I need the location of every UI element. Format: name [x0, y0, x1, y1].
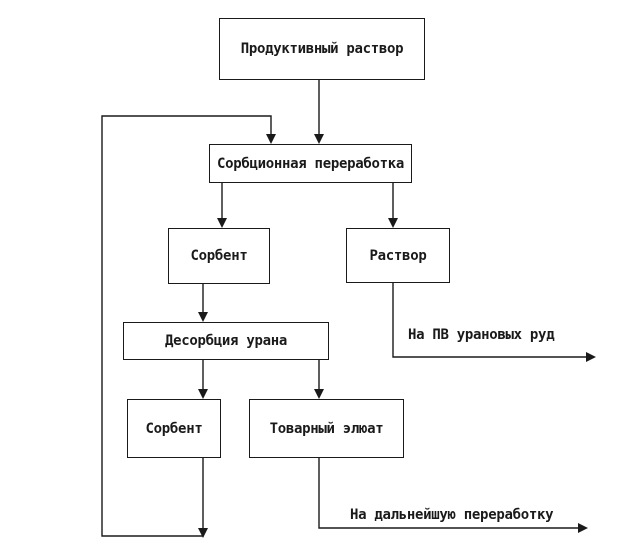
- node-solution: Раствор: [346, 228, 450, 283]
- node-uranium-desorption: Десорбция урана: [123, 322, 329, 360]
- arrowhead-sorbent-to-desorption: [198, 312, 208, 322]
- node-sorbent-2: Сорбент: [127, 399, 221, 458]
- arrow-solution-output: [392, 283, 588, 358]
- node-sorption-processing-label: Сорбционная переработка: [217, 155, 404, 172]
- node-commercial-eluate-label: Товарный элюат: [269, 420, 384, 437]
- node-productive-solution-label: Продуктивный раствор: [240, 41, 404, 57]
- arrow-eluate-output: [318, 458, 580, 529]
- node-sorption-processing: Сорбционная переработка: [209, 144, 412, 183]
- node-solution-label: Раствор: [369, 247, 427, 264]
- arrowhead-productive-to-sorption: [314, 134, 324, 144]
- node-sorbent-1-label: Сорбент: [190, 248, 248, 264]
- output-label-ore-leaching: На ПВ урановых руд: [408, 327, 555, 343]
- node-commercial-eluate: Товарный элюат: [249, 399, 404, 458]
- arrowhead-desorption-to-sorbent: [198, 389, 208, 399]
- node-sorbent-1: Сорбент: [168, 228, 270, 284]
- output-label-further-processing: На дальнейшую переработку: [350, 507, 554, 523]
- node-productive-solution: Продуктивный раствор: [219, 18, 425, 80]
- arrowhead-recycle-loop: [266, 134, 276, 144]
- arrowhead-sorption-to-solution: [388, 218, 398, 228]
- arrowhead-eluate-output: [578, 523, 588, 533]
- arrowhead-solution-output: [586, 352, 596, 362]
- arrowhead-sorption-to-sorbent: [217, 218, 227, 228]
- node-sorbent-2-label: Сорбент: [145, 420, 203, 437]
- arrow-recycle-loop: [101, 115, 272, 537]
- node-uranium-desorption-label: Десорбция урана: [165, 333, 287, 349]
- arrowhead-sorbent-2-out: [198, 528, 208, 538]
- arrowhead-desorption-to-eluate: [314, 389, 324, 399]
